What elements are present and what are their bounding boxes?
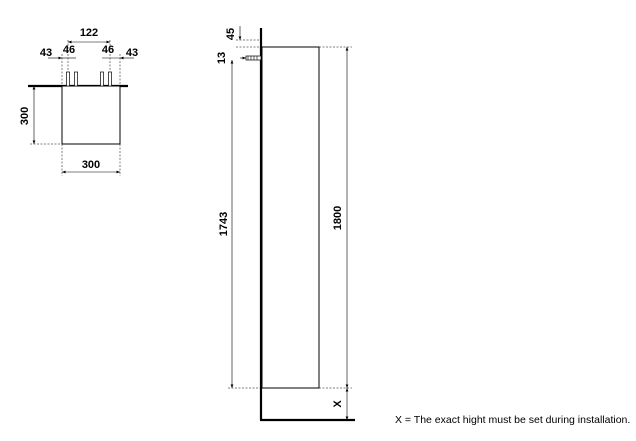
side-view: 45 13 1743 1800 X	[216, 26, 355, 422]
wall-fixing	[245, 55, 262, 61]
dim-fixing-height-label: 1743	[218, 212, 230, 236]
pin-3	[100, 71, 104, 87]
dim-width-label: 300	[82, 159, 100, 171]
fixing-pins	[66, 71, 112, 87]
pin-2	[74, 71, 78, 87]
dim-cabinet-height-label: 1800	[332, 206, 344, 230]
dim-depth-label: 300	[19, 107, 31, 125]
dim-total-label: 122	[80, 27, 98, 39]
dim-fixing-label: 13	[216, 52, 228, 64]
pin-4	[108, 71, 112, 87]
dim-right-edge-label: 43	[126, 47, 138, 59]
dim-floor-label: X	[332, 400, 344, 408]
installation-note: X = The exact hight must be set during i…	[395, 414, 630, 426]
dim-top-gap-label: 45	[225, 28, 237, 40]
pin-1	[66, 71, 70, 87]
dim-left-pin-label: 46	[63, 44, 75, 56]
side-view-cabinet	[261, 46, 320, 389]
dim-left-edge-label: 43	[40, 47, 52, 59]
top-view: 122 43 46 46 43 300 300	[19, 27, 138, 176]
dim-right-pin-label: 46	[102, 44, 114, 56]
top-view-cabinet	[61, 85, 121, 145]
